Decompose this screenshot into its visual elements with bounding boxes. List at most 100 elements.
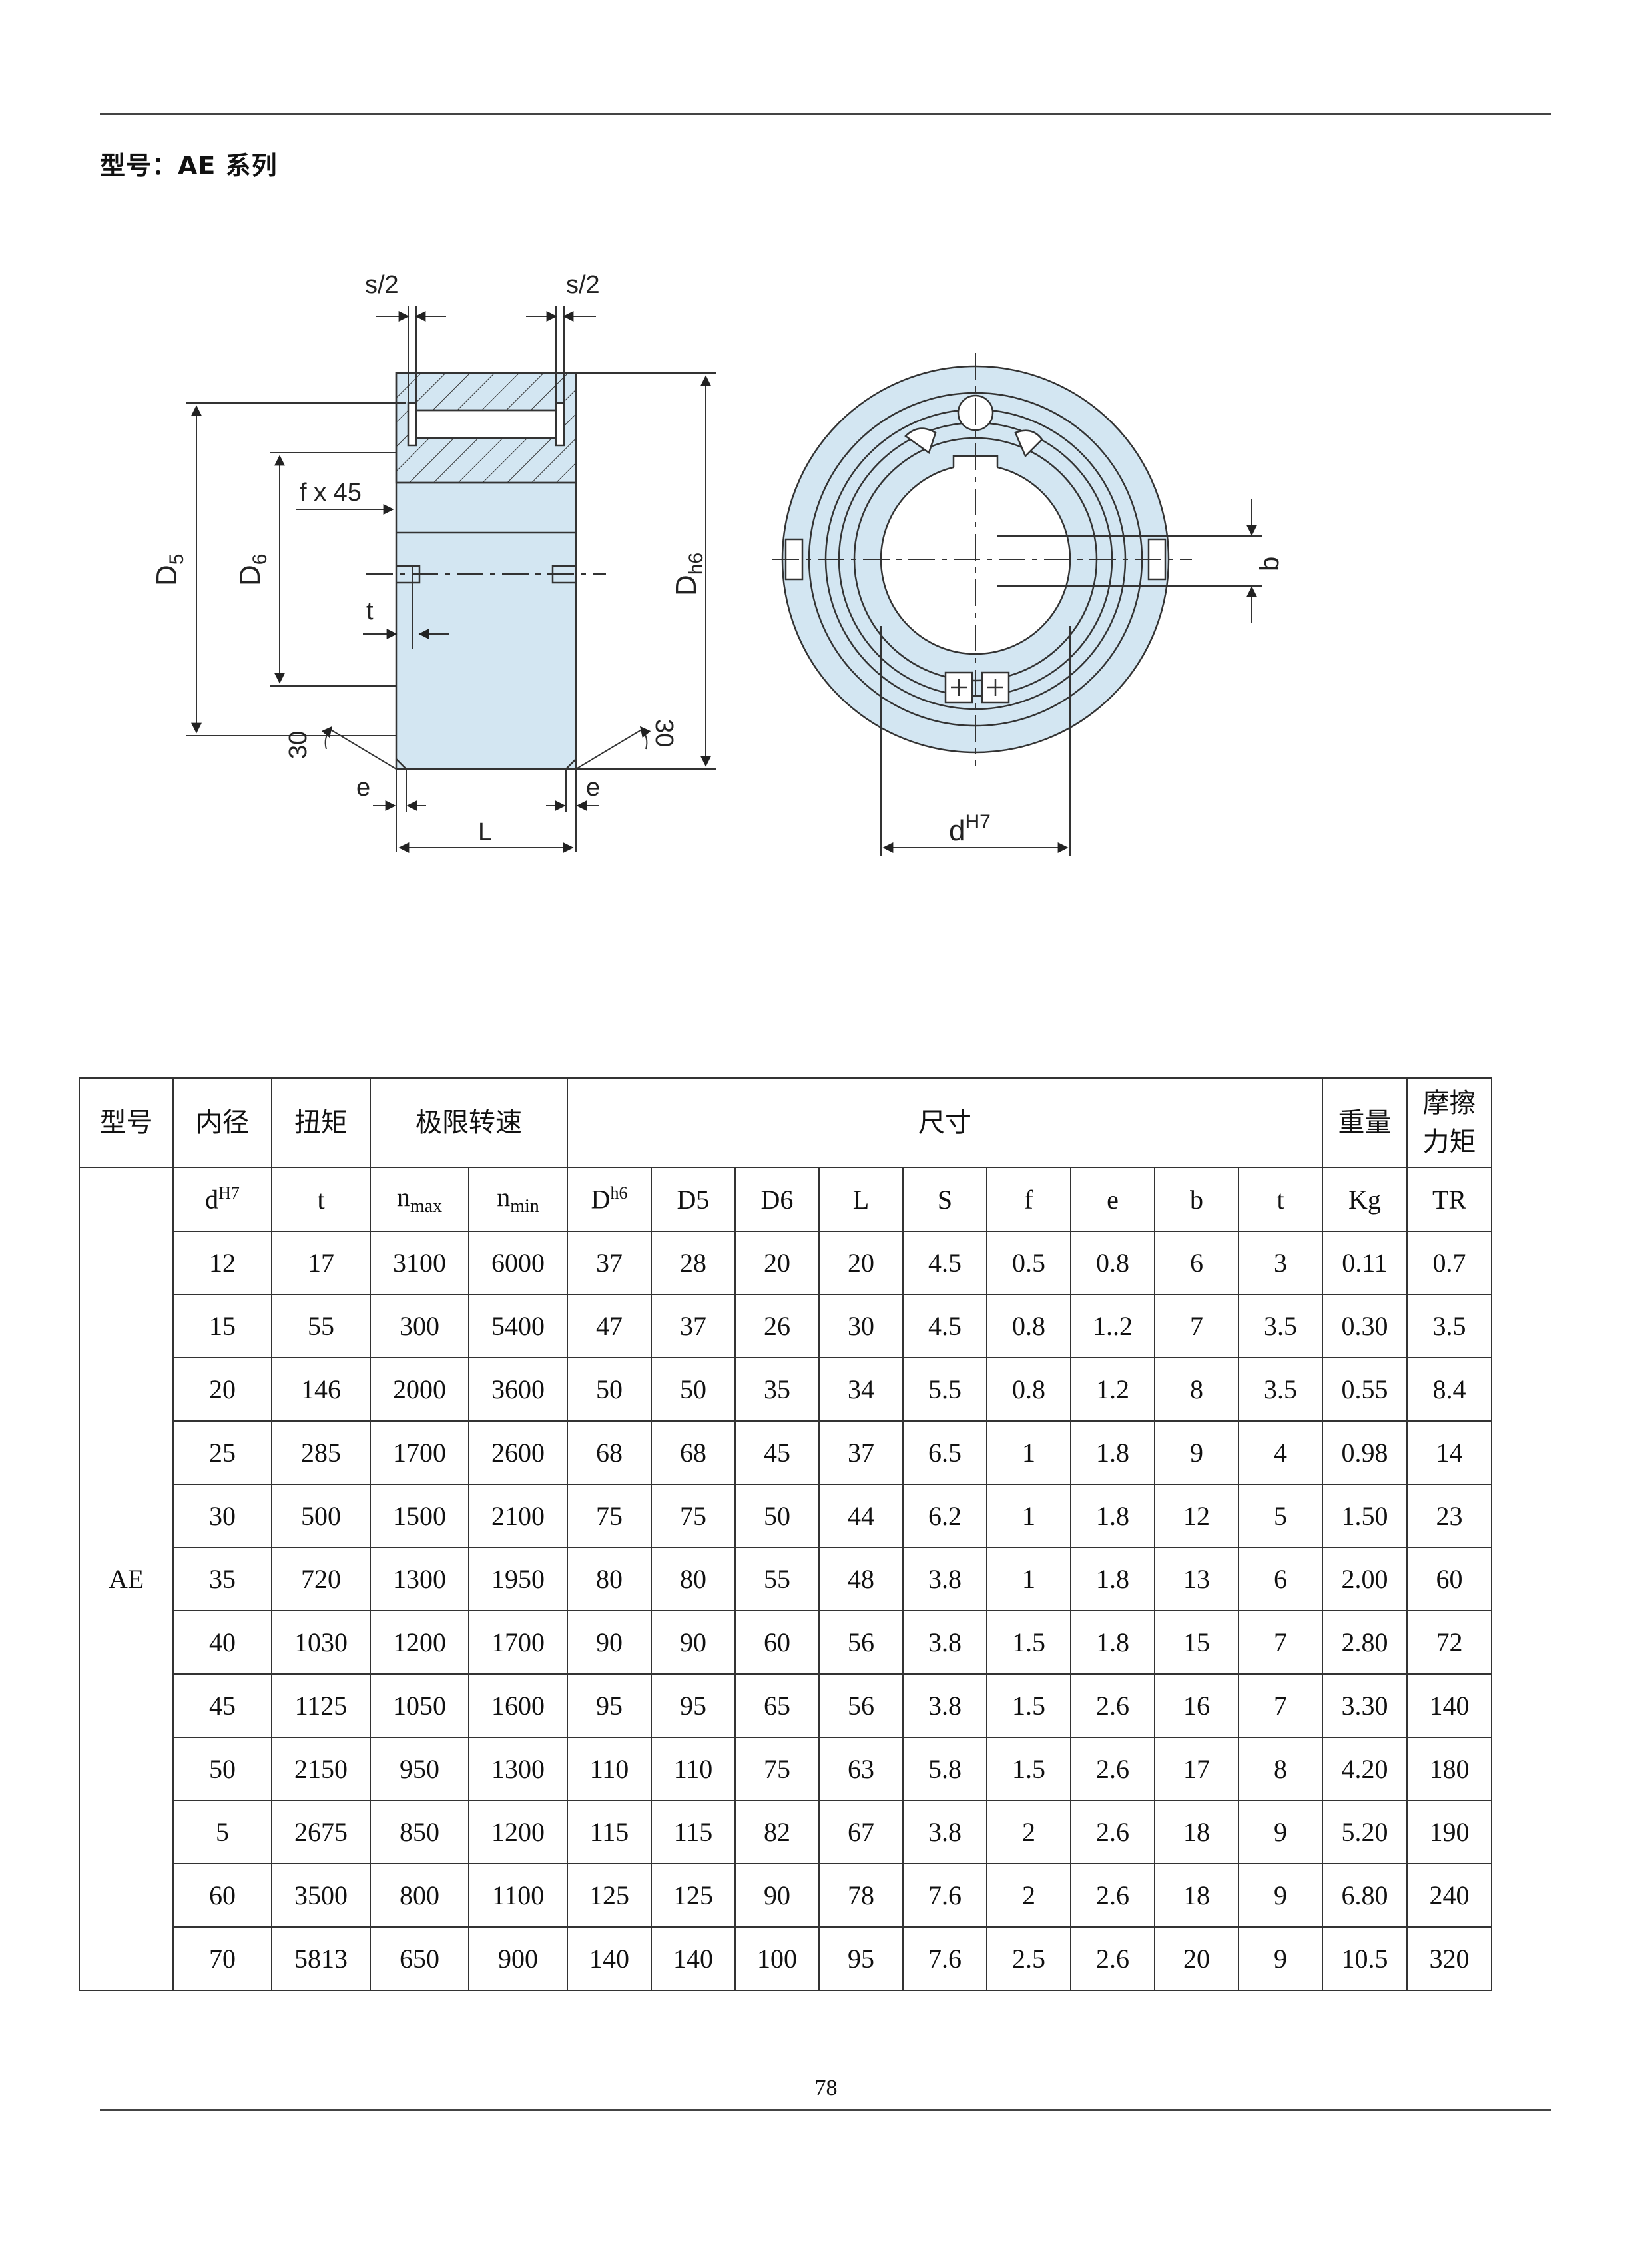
table-cell: 44 [818,1484,904,1548]
table-cell: 30 [818,1294,904,1358]
table-cell: 75 [651,1484,736,1548]
table-cell: 50 [172,1737,272,1801]
table-cell: 125 [567,1863,652,1928]
table-cell: 65 [734,1673,820,1738]
table-header-row: 型号 内径 扭矩 极限转速 尺寸 重量 摩擦力矩 [79,1077,1492,1168]
table-cell: 95 [567,1673,652,1738]
table-cell: 18 [1154,1863,1239,1928]
table-cell: 285 [271,1420,371,1485]
table-cell: 2600 [468,1420,568,1485]
header-bore: 内径 [172,1077,272,1168]
table-cell: 7 [1154,1294,1239,1358]
header-friction: 摩擦力矩 [1406,1077,1492,1168]
table-cell: 8 [1154,1357,1239,1422]
label-s2-left: s/2 [365,271,399,299]
table-cell: 1950 [468,1547,568,1611]
table-cell: 4.20 [1322,1737,1408,1801]
table-cell: 1100 [468,1863,568,1928]
table-cell: 3600 [468,1357,568,1422]
table-cell: 14 [1406,1420,1492,1485]
table-cell: 2 [986,1863,1071,1928]
front-labels: b dH7 [949,557,1284,847]
table-cell: 125 [651,1863,736,1928]
table-cell: 100 [734,1926,820,1991]
table-cell: 2100 [468,1484,568,1548]
table-cell: 115 [651,1800,736,1864]
table-cell: 55 [734,1547,820,1611]
table-cell: 1.5 [986,1610,1071,1675]
table-cell: 1 [986,1484,1071,1548]
sub-D5: D5 [651,1167,736,1232]
technical-drawing: s/2 s/2 f x 45 t e e L 30 30 D5 D6 Dh6 [150,271,1284,856]
table-cell: 5 [1238,1484,1323,1548]
table-cell: 1500 [370,1484,469,1548]
side-labels: s/2 s/2 f x 45 t e e L 30 30 D5 D6 Dh6 [150,271,707,846]
table-cell: 900 [468,1926,568,1991]
top-rule [100,113,1551,115]
table-cell: 68 [651,1420,736,1485]
table-cell: 115 [567,1800,652,1864]
table-cell: 9 [1154,1420,1239,1485]
table-cell: 37 [651,1294,736,1358]
table-cell: 240 [1406,1863,1492,1928]
table-cell: 3.5 [1238,1294,1323,1358]
table-cell: 50 [567,1357,652,1422]
table-cell: 56 [818,1610,904,1675]
table-cell: 90 [651,1610,736,1675]
table-cell: 1030 [271,1610,371,1675]
label-f45: f x 45 [300,479,362,507]
table-cell: 95 [651,1673,736,1738]
table-cell: 45 [172,1673,272,1738]
table-cell: 180 [1406,1737,1492,1801]
table-cell: 3100 [370,1231,469,1295]
table-cell: 650 [370,1926,469,1991]
table-cell: 720 [271,1547,371,1611]
table-cell: 0.55 [1322,1357,1408,1422]
table-cell: 90 [734,1863,820,1928]
table-cell: 10.5 [1322,1926,1408,1991]
table-cell: 1 [986,1420,1071,1485]
table-cell: 1200 [370,1610,469,1675]
table-cell: 3.30 [1322,1673,1408,1738]
table-cell: 1.5 [986,1673,1071,1738]
table-cell: 9 [1238,1863,1323,1928]
model-cell: AE [79,1167,174,1991]
table-cell: 56 [818,1673,904,1738]
spec-table: 型号 内径 扭矩 极限转速 尺寸 重量 摩擦力矩 AE dH7 t nmax n… [79,1077,1492,1991]
table-cell: 4.5 [902,1294,987,1358]
side-dimensions [186,306,716,853]
table-cell: 1125 [271,1673,371,1738]
table-cell: 1600 [468,1673,568,1738]
table-cell: 37 [818,1420,904,1485]
table-cell: 2150 [271,1737,371,1801]
table-cell: 1300 [370,1547,469,1611]
sub-nmin: nmin [468,1167,568,1232]
table-cell: 2.5 [986,1926,1071,1991]
table-cell: 800 [370,1863,469,1928]
table-cell: 35 [172,1547,272,1611]
table-cell: 0.98 [1322,1420,1408,1485]
table-cell: 0.5 [986,1231,1071,1295]
table-cell: 6 [1154,1231,1239,1295]
table-cell: 146 [271,1357,371,1422]
bottom-rule [100,2109,1551,2111]
table-cell: 20 [734,1231,820,1295]
table-cell: 2.6 [1070,1673,1155,1738]
table-cell: 2.6 [1070,1863,1155,1928]
table-cell: 60 [172,1863,272,1928]
table-cell: 6.5 [902,1420,987,1485]
header-weight: 重量 [1322,1077,1408,1168]
table-cell: 1200 [468,1800,568,1864]
table-cell: 950 [370,1737,469,1801]
table-cell: 45 [734,1420,820,1485]
table-cell: 15 [172,1294,272,1358]
label-angle-right: 30 [650,719,678,747]
label-L: L [478,818,492,846]
table-cell: 7.6 [902,1863,987,1928]
